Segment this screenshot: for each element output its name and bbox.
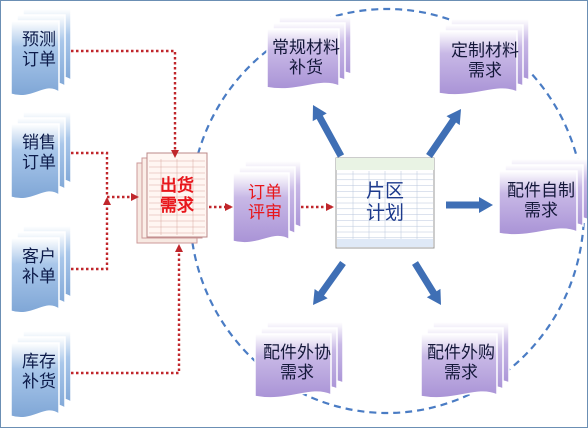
dotted-connectors xyxy=(71,49,334,375)
arrow-to-purchased-parts xyxy=(412,261,441,305)
customer-replenish-label: 客户 补单 xyxy=(22,247,56,287)
order-review-label: 订单 评审 xyxy=(248,183,282,223)
outsourced-parts-label: 配件外协 需求 xyxy=(263,343,331,383)
zone-plan-sheet xyxy=(335,157,435,249)
customer-replenish-doc xyxy=(10,225,72,314)
purchased-parts-doc xyxy=(420,321,510,399)
arrow-to-custom-material xyxy=(426,109,461,158)
zone-plan-label: 片区 计划 xyxy=(365,180,404,224)
outsourced-parts-doc xyxy=(254,321,344,399)
forecast-order-label: 预测 订单 xyxy=(22,30,56,70)
forecast-order-doc xyxy=(10,8,72,97)
arrow-to-regular-material xyxy=(312,105,345,158)
purchased-parts-label: 配件外购 需求 xyxy=(427,343,495,383)
regular-material-label: 常规材料 补货 xyxy=(272,38,340,78)
stock-to-demand-connector xyxy=(71,244,183,375)
order-review-doc xyxy=(232,160,302,244)
customer-to-demand-connector xyxy=(71,197,111,271)
output-arrows xyxy=(312,105,493,305)
stock-replenish-doc xyxy=(10,330,72,419)
arrow-to-self-made-parts xyxy=(446,197,493,213)
custom-material-doc xyxy=(438,18,530,96)
sales-order-doc xyxy=(10,111,72,200)
regular-material-doc xyxy=(266,16,352,90)
shipment-demand-label: 出货 需求 xyxy=(160,176,194,216)
stock-replenish-label: 库存 补货 xyxy=(22,352,56,392)
self-made-parts-doc xyxy=(498,158,587,236)
sales-order-label: 销售 订单 xyxy=(22,133,56,173)
arrow-to-outsourced-parts xyxy=(313,260,346,305)
sales-to-demand-connector xyxy=(71,151,139,201)
custom-material-label: 定制材料 需求 xyxy=(451,41,519,81)
document-shapes xyxy=(10,8,587,419)
self-made-parts-label: 配件自制 需求 xyxy=(507,181,575,221)
shipment-demand-sheet xyxy=(136,152,208,244)
forecast-to-demand-connector xyxy=(71,49,179,158)
